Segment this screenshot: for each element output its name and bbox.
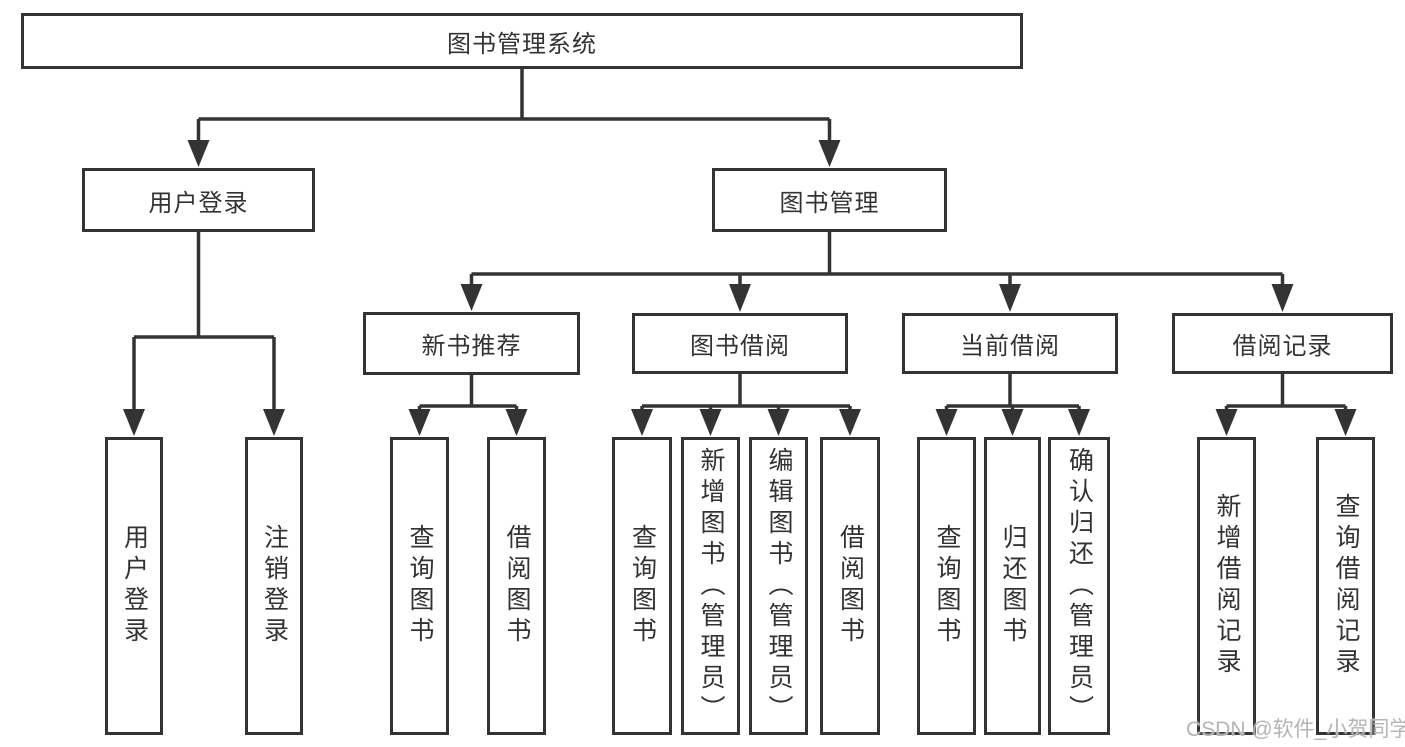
node-user-login: 用户登录 (82, 168, 315, 232)
leaf-add-borrowing-record: 新增借阅记录 (1197, 437, 1256, 735)
leaf-query-book-borrowing: 查询图书 (612, 437, 672, 735)
node-current-borrowing: 当前借阅 (902, 313, 1118, 374)
node-borrowing-records: 借阅记录 (1172, 313, 1393, 374)
leaf-query-book-recommend: 查询图书 (390, 437, 449, 735)
node-book-management: 图书管理 (712, 168, 947, 232)
leaf-edit-book-admin: 编辑图书（管理员） (749, 437, 808, 735)
csdn-watermark: CSDN @软件_小贺同学 (1186, 718, 1405, 741)
leaf-return-book: 归还图书 (984, 437, 1041, 735)
leaf-query-borrowing-record: 查询借阅记录 (1316, 437, 1375, 735)
leaf-confirm-return-admin: 确认归还（管理员） (1048, 437, 1110, 735)
node-new-book-recommend: 新书推荐 (363, 312, 580, 375)
leaf-query-book-current: 查询图书 (917, 437, 976, 735)
leaf-logout: 注销登录 (245, 437, 303, 735)
node-root-library-system: 图书管理系统 (21, 13, 1023, 69)
node-book-borrowing: 图书借阅 (632, 313, 848, 374)
leaf-add-book-admin: 新增图书（管理员） (681, 437, 740, 735)
leaf-user-login: 用户登录 (105, 437, 163, 735)
leaf-borrow-book-recommend: 借阅图书 (487, 437, 546, 735)
leaf-borrow-book: 借阅图书 (820, 437, 880, 735)
